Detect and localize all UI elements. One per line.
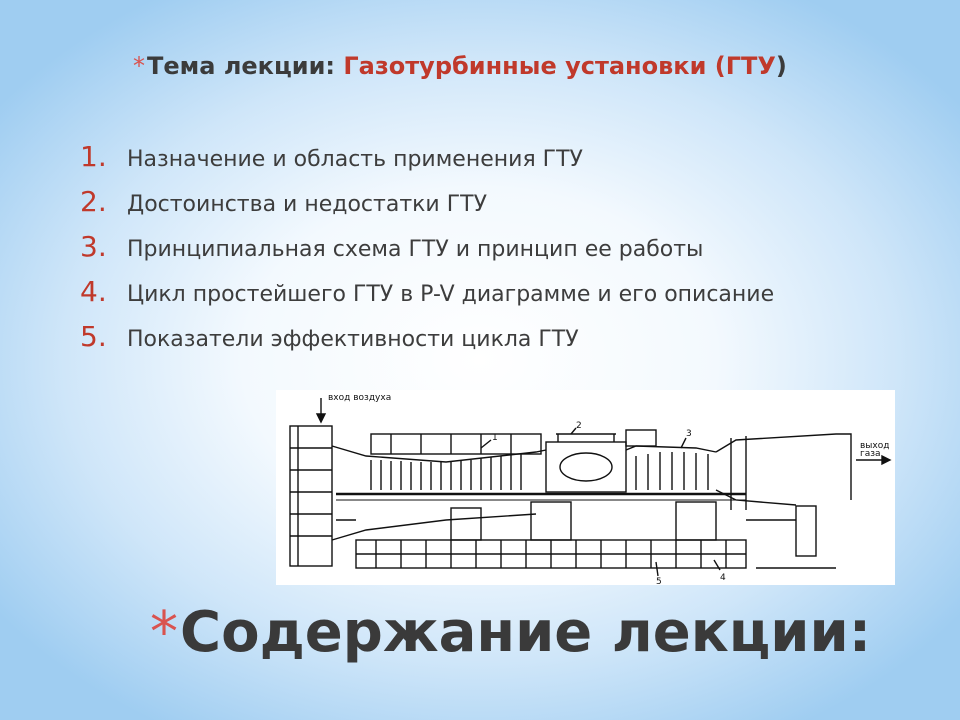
item-text: Цикл простейшего ГТУ в P-V диаграмме и е… xyxy=(127,282,775,307)
topic-subject: Газотурбинные установки (ГТУ xyxy=(343,52,776,80)
gas-turbine-drawing: вход воздуха выход газа 1 2 3 4 5 xyxy=(276,390,895,585)
lecture-topic: *Тема лекции: Газотурбинные установки (Г… xyxy=(133,52,787,80)
callout-5: 5 xyxy=(656,577,662,585)
item-number: 3. xyxy=(80,230,107,263)
item-text: Принципиальная схема ГТУ и принцип ее ра… xyxy=(127,237,704,262)
star-bullet-icon: * xyxy=(133,52,145,80)
contents-list: 1. Назначение и область применения ГТУ 2.… xyxy=(80,140,774,365)
gas-outlet-label-1: выход xyxy=(860,441,889,451)
item-number: 1. xyxy=(80,140,107,173)
slide-title: *Содержание лекции: xyxy=(150,600,871,665)
item-number: 4. xyxy=(80,275,107,308)
item-number: 2. xyxy=(80,185,107,218)
list-item: 3. Принципиальная схема ГТУ и принцип ее … xyxy=(80,230,774,275)
star-bullet-icon: * xyxy=(150,600,178,665)
item-text: Показатели эффективности цикла ГТУ xyxy=(127,327,579,352)
callout-3: 3 xyxy=(686,429,692,439)
topic-label: Тема лекции: xyxy=(147,52,335,80)
list-item: 4. Цикл простейшего ГТУ в P-V диаграмме и… xyxy=(80,275,774,320)
list-item: 5. Показатели эффективности цикла ГТУ xyxy=(80,320,774,365)
air-inlet-label: вход воздуха xyxy=(328,393,391,403)
callout-4: 4 xyxy=(720,573,726,583)
topic-close-paren: ) xyxy=(775,52,787,80)
slide-title-text: Содержание лекции: xyxy=(180,600,872,665)
list-item: 2. Достоинства и недостатки ГТУ xyxy=(80,185,774,230)
turbine-cross-section: вход воздуха выход газа 1 2 3 4 5 xyxy=(289,393,892,585)
list-item: 1. Назначение и область применения ГТУ xyxy=(80,140,774,185)
item-text: Достоинства и недостатки ГТУ xyxy=(127,192,487,217)
callout-1: 1 xyxy=(492,433,498,443)
item-number: 5. xyxy=(80,320,107,353)
callout-2: 2 xyxy=(576,421,582,431)
gas-outlet-label-2: газа xyxy=(860,449,881,459)
item-text: Назначение и область применения ГТУ xyxy=(127,147,583,172)
